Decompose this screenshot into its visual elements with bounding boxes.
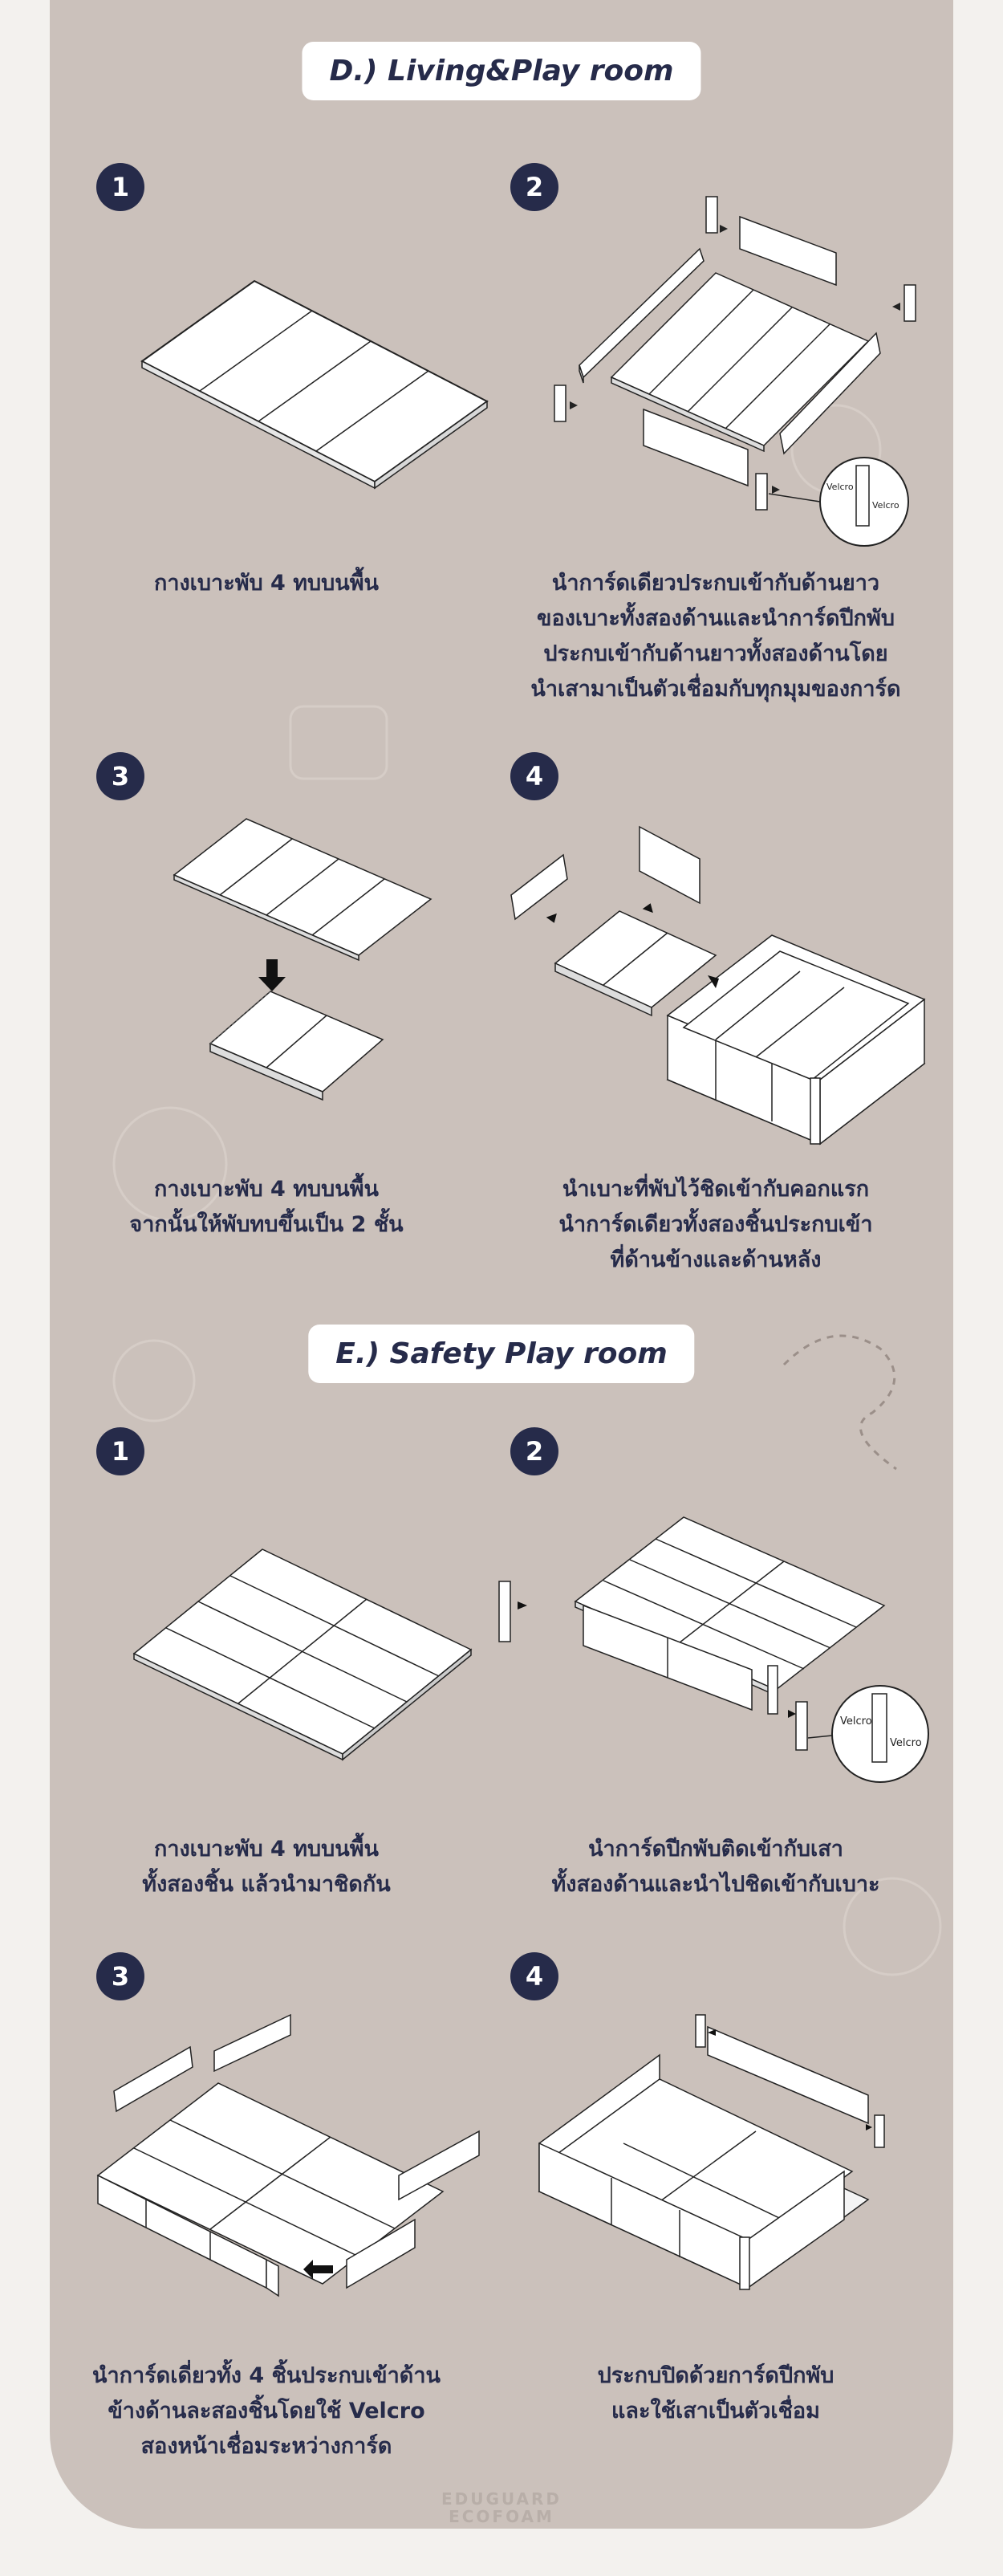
fold-guard-with-posts-illustration: Velcro Velcro	[495, 1509, 928, 1814]
step-caption-e1: กางเบาะพับ 4 ทบบนพื้น ทั้งสองชิ้น แล้วนำ…	[142, 1837, 391, 1897]
section-title-safety-play-room: E.) Safety Play room	[308, 1325, 695, 1383]
step-caption-e3: นำการ์ดเดี่ยวทั้ง 4 ชิ้นประกบเข้าด้าน ข้…	[92, 2363, 441, 2459]
side-guards-attach-illustration	[98, 2011, 499, 2304]
playpen-assembly-exploded-illustration: Velcro Velcro	[547, 197, 932, 550]
folding-mat-flat-illustration	[142, 281, 487, 506]
step-badge-e2: 2	[510, 1427, 558, 1475]
step-badge-d4: 4	[510, 752, 558, 800]
playpen-attach-folded-mat-illustration	[507, 823, 940, 1160]
section-title-living-play-room: D.) Living&Play room	[302, 42, 701, 100]
step-badge-e3: 3	[96, 1952, 144, 2000]
velcro-label: Velcro	[872, 500, 899, 511]
step-badge-e1: 1	[96, 1427, 144, 1475]
step-caption-d4: นำเบาะที่พับไว้ชิดเข้ากับคอกแรก นำการ์ดเ…	[558, 1177, 873, 1272]
close-with-fold-guard-illustration	[539, 2035, 924, 2320]
step-badge-d2: 2	[510, 163, 558, 211]
step-badge-d1: 1	[96, 163, 144, 211]
folding-mat-fold-in-half-illustration	[174, 811, 439, 1116]
step-badge-e4: 4	[510, 1952, 558, 2000]
step-caption-d1: กางเบาะพับ 4 ทบบนพื้น	[153, 571, 380, 596]
step-badge-d3: 3	[96, 752, 144, 800]
velcro-label: Velcro	[840, 1715, 872, 1728]
instruction-panel: D.) Living&Play room 1 กางเบาะพับ 4 ทบบน…	[50, 0, 953, 2529]
velcro-label: Velcro	[826, 482, 854, 492]
velcro-label: Velcro	[890, 1737, 922, 1749]
step-caption-e2: นำการ์ดปีกพับติดเข้ากับเสา ทั้งสองด้านแล…	[551, 1837, 880, 1897]
step-caption-d2: นำการ์ดเดียวประกบเข้ากับด้านยาว ของเบาะท…	[530, 571, 901, 702]
step-caption-e4: ประกบปิดด้วยการ์ดปีกพับ และใช้เสาเป็นตัว…	[597, 2363, 834, 2423]
two-mats-side-by-side-illustration	[134, 1545, 471, 1778]
step-caption-d3: กางเบาะพับ 4 ทบบนพื้น จากนั้นให้พับทบขึ้…	[129, 1177, 404, 1237]
brand-watermark: EDUGUARD ECOFOAM	[441, 2489, 562, 2526]
